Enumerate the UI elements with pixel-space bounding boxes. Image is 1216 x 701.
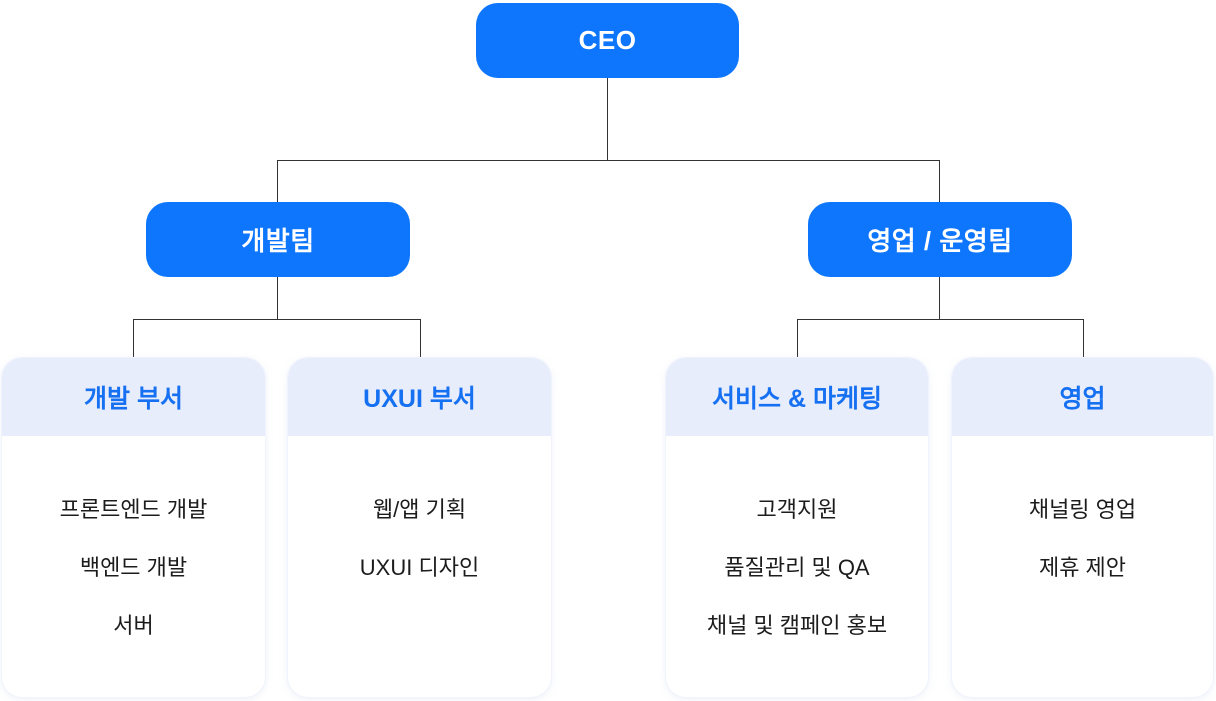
card-item: 서버 <box>113 613 154 638</box>
connector-dev-team-vertical <box>277 277 278 319</box>
connector-dev-team-stub <box>277 160 278 202</box>
connector-sales-team-vertical <box>939 277 940 319</box>
card-sales-title: 영업 <box>952 358 1213 436</box>
card-service-marketing-body: 고객지원 품질관리 및 QA 채널 및 캠페인 홍보 <box>666 436 928 640</box>
card-item: 프론트엔드 개발 <box>59 497 208 522</box>
team-node-dev-label: 개발팀 <box>241 226 315 256</box>
connector-dev-dept-stub <box>133 319 134 358</box>
card-item: UXUI 디자인 <box>359 555 480 580</box>
card-dev-department-body: 프론트엔드 개발 백엔드 개발 서버 <box>2 436 265 640</box>
card-item: 채널 및 캠페인 홍보 <box>706 613 888 638</box>
card-dev-department-title: 개발 부서 <box>2 358 265 436</box>
card-service-marketing-title: 서비스 & 마케팅 <box>666 358 928 436</box>
card-uxui-department: UXUI 부서 웹/앱 기획 UXUI 디자인 <box>288 358 551 697</box>
card-uxui-department-body: 웹/앱 기획 UXUI 디자인 <box>288 436 551 582</box>
team-node-sales-ops: 영업 / 운영팀 <box>808 202 1072 277</box>
team-node-sales-ops-label: 영업 / 운영팀 <box>867 226 1013 256</box>
card-sales-body: 채널링 영업 제휴 제안 <box>952 436 1213 582</box>
card-item: 백엔드 개발 <box>79 555 188 580</box>
card-sales: 영업 채널링 영업 제휴 제안 <box>952 358 1213 697</box>
connector-ceo-vertical <box>607 78 608 161</box>
connector-uxui-dept-stub <box>420 319 421 358</box>
ceo-label: CEO <box>578 25 637 55</box>
card-item: 채널링 영업 <box>1028 497 1137 522</box>
card-uxui-department-title: UXUI 부서 <box>288 358 551 436</box>
card-item: 제휴 제안 <box>1038 555 1127 580</box>
card-service-marketing: 서비스 & 마케팅 고객지원 품질관리 및 QA 채널 및 캠페인 홍보 <box>666 358 928 697</box>
connector-sales-branch-horizontal <box>797 319 1083 320</box>
card-item: 품질관리 및 QA <box>724 555 870 580</box>
card-item: 고객지원 <box>756 497 838 522</box>
card-dev-department: 개발 부서 프론트엔드 개발 백엔드 개발 서버 <box>2 358 265 697</box>
connector-sales-team-stub <box>939 160 940 202</box>
connector-sales-dept-stub <box>1083 319 1084 358</box>
team-node-dev: 개발팀 <box>146 202 410 277</box>
connector-level1-horizontal <box>277 160 940 161</box>
connector-dev-branch-horizontal <box>133 319 420 320</box>
connector-service-dept-stub <box>797 319 798 358</box>
ceo-node: CEO <box>476 3 739 78</box>
card-item: 웹/앱 기획 <box>372 497 467 522</box>
